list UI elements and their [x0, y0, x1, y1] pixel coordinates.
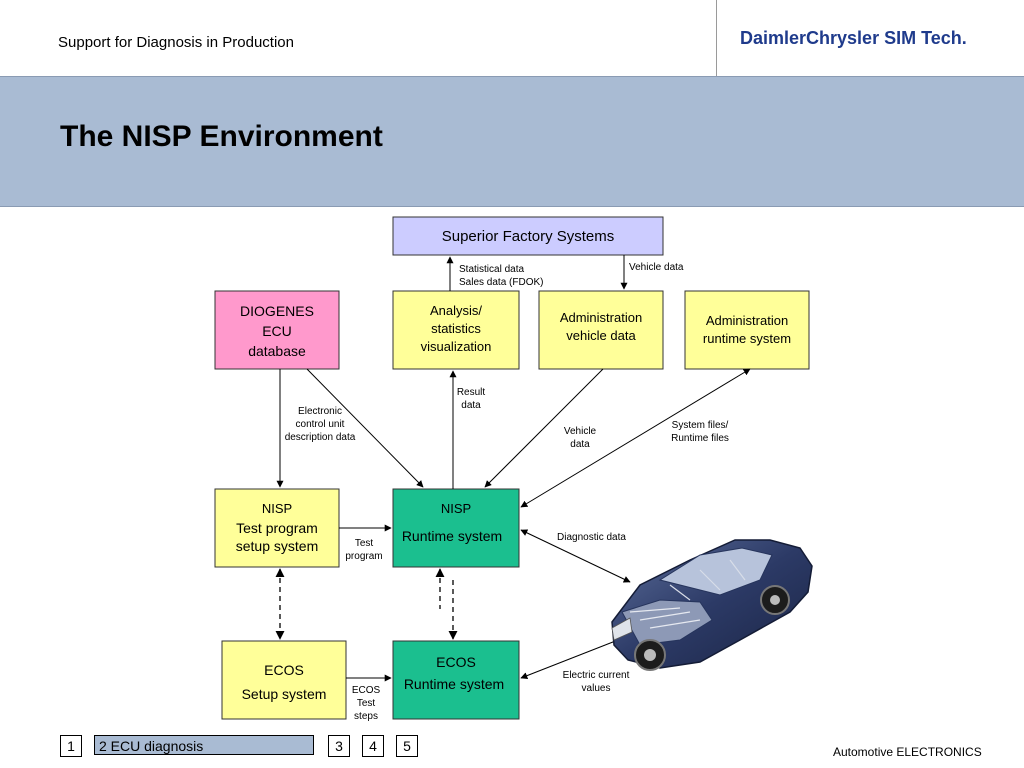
ecos-setup-box — [221, 640, 347, 720]
superior-factory-systems-box — [392, 216, 664, 256]
analysis-label-1: Analysis/ — [430, 303, 482, 318]
admin-vehicle-label-2: vehicle data — [566, 328, 636, 343]
nisp-setup-label-1: NISP — [262, 501, 292, 516]
slide-title: The NISP Environment — [60, 120, 383, 153]
admin-runtime-label-1: Administration — [706, 313, 788, 328]
label-result-1: Result — [457, 387, 486, 398]
ecos-runtime-label-2: Runtime system — [404, 676, 504, 692]
label-test-program-1: Test — [355, 538, 374, 549]
nav-page-2-ecu-diagnosis[interactable]: 2 ECU diagnosis — [94, 735, 314, 755]
arrow-nisp-runtime-car — [520, 529, 631, 583]
nisp-runtime-label-2: Runtime system — [402, 528, 502, 544]
header-divider — [716, 0, 717, 76]
label-system-files-1: System files/ — [672, 420, 729, 431]
nisp-setup-label-2: Test program — [236, 520, 318, 536]
diogenes-box — [214, 290, 340, 370]
nisp-setup-label-3: setup system — [236, 538, 318, 554]
label-ecos-steps-3: steps — [354, 711, 378, 722]
label-statistical-2: Sales data (FDOK) — [459, 277, 543, 288]
admin-vehicle-box — [538, 290, 664, 370]
arrow-car-to-ecos-runtime — [520, 639, 619, 679]
nav-page-5[interactable]: 5 — [396, 735, 418, 757]
label-vehicle-data-top: Vehicle data — [629, 262, 684, 273]
diogenes-label-3: database — [248, 343, 306, 359]
ecos-setup-label-1: ECOS — [264, 662, 304, 678]
ecos-setup-label-2: Setup system — [242, 686, 327, 702]
label-electronic-1: Electronic — [298, 406, 342, 417]
superior-factory-systems-label: Superior Factory Systems — [442, 228, 615, 245]
analysis-label-3: visualization — [421, 339, 492, 354]
diogenes-label-1: DIOGENES — [240, 303, 314, 319]
ecos-runtime-label-1: ECOS — [436, 654, 476, 670]
arrow-admin-runtime-nisp-runtime — [520, 368, 751, 508]
brand-logo-text: DaimlerChrysler SIM Tech. — [740, 28, 967, 48]
label-electric-2: values — [582, 683, 611, 694]
analysis-box — [392, 290, 520, 370]
label-electronic-3: description data — [285, 432, 356, 443]
diogenes-label-2: ECU — [262, 323, 292, 339]
label-system-files-2: Runtime files — [671, 433, 729, 444]
nisp-runtime-label-1: NISP — [441, 501, 471, 516]
analysis-label-2: statistics — [431, 321, 481, 336]
label-test-program-2: program — [345, 551, 382, 562]
nav-page-3[interactable]: 3 — [328, 735, 350, 757]
header-subtitle: Support for Diagnosis in Production — [58, 34, 294, 51]
label-vehicle-mid-1: Vehicle — [564, 426, 597, 437]
label-diagnostic-data: Diagnostic data — [557, 532, 626, 543]
nisp-setup-box — [214, 488, 340, 568]
admin-runtime-box — [684, 290, 810, 370]
label-electronic-2: control unit — [296, 419, 345, 430]
label-electric-1: Electric current — [563, 670, 630, 681]
ecos-runtime-box — [392, 640, 520, 720]
admin-runtime-label-2: runtime system — [703, 331, 791, 346]
label-ecos-steps-2: Test — [357, 698, 376, 709]
nav-page-1[interactable]: 1 — [60, 735, 82, 757]
label-statistical-1: Statistical data — [459, 264, 524, 275]
label-vehicle-mid-2: data — [570, 439, 590, 450]
title-band — [0, 76, 1024, 207]
label-result-2: data — [461, 400, 481, 411]
label-ecos-steps-1: ECOS — [352, 685, 381, 696]
nav-page-4[interactable]: 4 — [362, 735, 384, 757]
car-illustration — [611, 539, 813, 671]
admin-vehicle-label-1: Administration — [560, 310, 642, 325]
footer-text: Automotive ELECTRONICS — [833, 745, 982, 759]
arrow-diogenes-to-nisp-runtime — [306, 368, 424, 488]
nisp-runtime-box — [392, 488, 520, 568]
